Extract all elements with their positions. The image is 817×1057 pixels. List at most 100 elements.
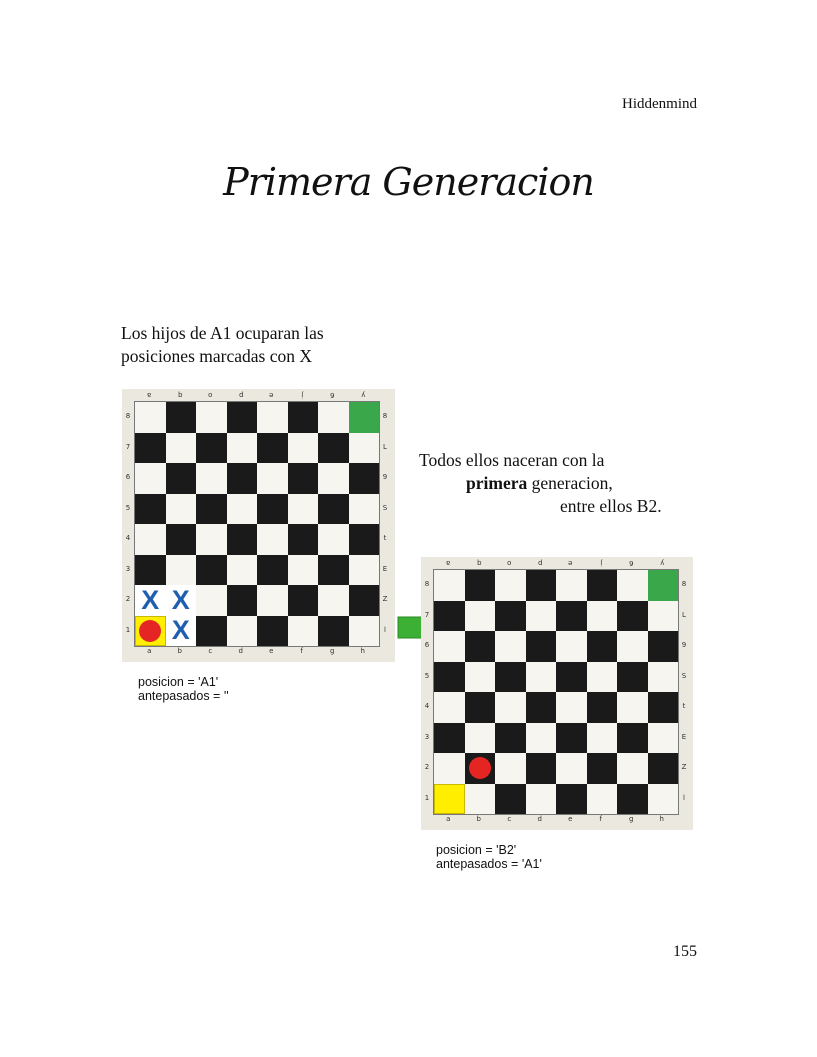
square-g7 — [617, 600, 648, 631]
square-e3 — [257, 554, 288, 585]
rank-label-left: 5 — [424, 671, 430, 680]
rank-label-right: E — [681, 732, 687, 741]
square-d1 — [525, 783, 556, 814]
square-h2 — [348, 585, 379, 616]
square-e5 — [257, 493, 288, 524]
file-label-top: j — [599, 559, 602, 567]
square-b8 — [464, 570, 495, 601]
square-a5 — [434, 661, 465, 692]
square-h3 — [647, 722, 678, 753]
square-d6 — [525, 631, 556, 662]
square-h4 — [348, 524, 379, 555]
square-f6 — [287, 463, 318, 494]
rank-label-right: 8 — [382, 412, 388, 420]
square-g2 — [318, 585, 349, 616]
square-e4 — [556, 692, 587, 723]
square-g4 — [617, 692, 648, 723]
square-a1 — [135, 615, 166, 646]
intro-line-1: Los hijos de A1 ocuparan las — [121, 323, 324, 343]
square-h2 — [647, 753, 678, 784]
square-b1 — [464, 783, 495, 814]
square-e8 — [257, 402, 288, 433]
rank-label-left: 8 — [125, 412, 131, 420]
file-label-top: a — [446, 559, 451, 567]
page-title: Primera Generacion — [223, 160, 595, 204]
board2-antepasados: antepasados = 'A1' — [436, 857, 542, 871]
rank-label-left: 1 — [125, 625, 131, 634]
square-g5 — [617, 661, 648, 692]
file-label-top: p — [238, 391, 243, 399]
file-label-top: j — [300, 391, 303, 399]
square-f1 — [586, 783, 617, 814]
file-label-top: e — [568, 559, 573, 567]
square-e2 — [556, 753, 587, 784]
square-d8 — [226, 402, 257, 433]
square-b4 — [165, 524, 196, 555]
intro-line-2: posiciones marcadas con X — [121, 346, 312, 366]
file-label-top: 6 — [330, 391, 335, 399]
square-g3 — [617, 722, 648, 753]
square-b7 — [464, 600, 495, 631]
board1-posicion: posicion = 'A1' — [138, 675, 219, 689]
square-e6 — [556, 631, 587, 662]
board2-posicion: posicion = 'B2' — [436, 843, 517, 857]
square-b6 — [464, 631, 495, 662]
file-label-bottom: c — [507, 815, 512, 823]
file-label-top: q — [177, 391, 182, 399]
square-h3 — [348, 554, 379, 585]
square-b3 — [165, 554, 196, 585]
square-e7 — [257, 432, 288, 463]
square-e3 — [556, 722, 587, 753]
rank-label-left: 6 — [125, 473, 131, 481]
square-a5 — [135, 493, 166, 524]
square-b2 — [464, 753, 495, 784]
description-line-2-rest: generacion, — [527, 473, 613, 493]
square-e2 — [257, 585, 288, 616]
square-g1 — [318, 615, 349, 646]
file-label-bottom: a — [446, 815, 451, 823]
rank-label-right: L — [682, 610, 686, 619]
file-label-bottom: d — [238, 647, 243, 655]
file-label-bottom: b — [476, 815, 481, 823]
rank-label-right: 9 — [382, 473, 388, 481]
square-d6 — [226, 463, 257, 494]
square-c2 — [196, 585, 227, 616]
square-c5 — [196, 493, 227, 524]
square-g3 — [318, 554, 349, 585]
file-label-bottom: f — [300, 647, 303, 655]
square-c6 — [196, 463, 227, 494]
rank-label-left: 2 — [125, 595, 131, 603]
square-h4 — [647, 692, 678, 723]
file-label-top: a — [147, 391, 152, 399]
rank-label-right: t — [682, 702, 686, 710]
square-c1 — [196, 615, 227, 646]
square-c7 — [495, 600, 526, 631]
rank-label-left: 7 — [125, 442, 131, 451]
square-c8 — [196, 402, 227, 433]
square-f8 — [287, 402, 318, 433]
square-d3 — [226, 554, 257, 585]
square-c7 — [196, 432, 227, 463]
square-d7 — [226, 432, 257, 463]
square-c4 — [196, 524, 227, 555]
square-e5 — [556, 661, 587, 692]
square-g4 — [318, 524, 349, 555]
square-g1 — [617, 783, 648, 814]
rank-label-left: 2 — [424, 763, 430, 771]
square-c1 — [495, 783, 526, 814]
square-f7 — [287, 432, 318, 463]
square-a8 — [434, 570, 465, 601]
square-g6 — [617, 631, 648, 662]
rank-label-right: l — [384, 625, 386, 634]
square-d4 — [226, 524, 257, 555]
header-author: Hiddenmind — [622, 96, 697, 112]
file-label-bottom: a — [147, 647, 152, 655]
square-c6 — [495, 631, 526, 662]
rank-label-right: Z — [681, 763, 687, 771]
square-e4 — [257, 524, 288, 555]
rank-label-left: 8 — [424, 580, 430, 588]
square-d5 — [226, 493, 257, 524]
square-h7 — [348, 432, 379, 463]
square-a4 — [434, 692, 465, 723]
